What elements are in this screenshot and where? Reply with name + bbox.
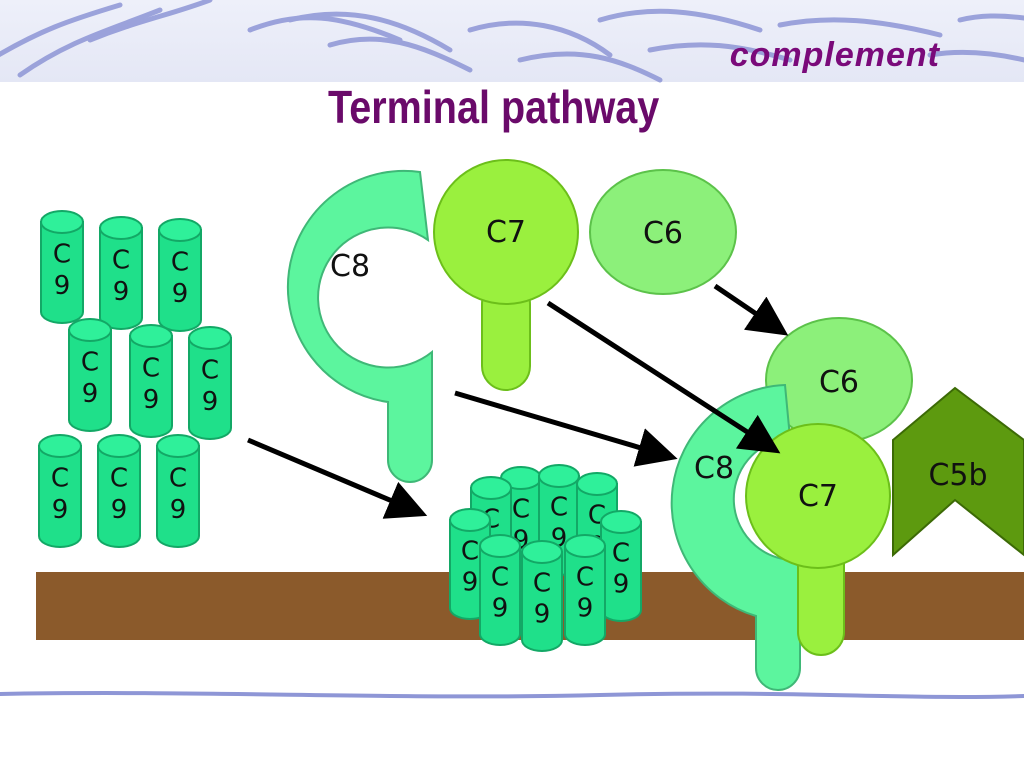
c9-label-c: C — [201, 356, 219, 386]
page-title: Terminal pathway — [328, 81, 660, 133]
c6-bound: C6 — [765, 317, 913, 443]
c9-cylinder-pore: C9 — [479, 534, 521, 646]
c9-label-9: 9 — [170, 495, 187, 525]
c6-free: C6 — [589, 169, 737, 295]
c9-label-c: C — [576, 563, 594, 593]
c9-label-c: C — [491, 563, 509, 593]
c7-free-label: C7 — [486, 215, 526, 250]
c9-label-c: C — [142, 354, 160, 384]
header-banner — [0, 0, 1024, 83]
c9-label-c: C — [550, 493, 568, 523]
arrow-c8-to-complex — [454, 390, 678, 467]
c8-free: C8 — [286, 169, 433, 483]
c6-bound-label: C6 — [819, 365, 859, 400]
c9-cylinder: C9 — [156, 434, 200, 548]
c9-label-c: C — [112, 246, 130, 276]
c9-label-c: C — [612, 539, 630, 569]
c9-cylinder: C9 — [129, 324, 173, 438]
c9-label-c: C — [81, 348, 99, 378]
c7-bound: C7 — [745, 423, 891, 656]
c9-cylinder-pore: C9 — [521, 540, 563, 652]
c9-label-9: 9 — [534, 599, 551, 629]
c9-label-9: 9 — [82, 379, 99, 409]
c9-label-9: 9 — [54, 271, 71, 301]
c9-label-c: C — [512, 495, 530, 525]
c9-label-c: C — [171, 248, 189, 278]
c9-cylinder-pore: C9 — [564, 534, 606, 646]
c9-cylinder: C9 — [158, 218, 202, 332]
arrow-c6-to-complex — [713, 283, 789, 336]
footer-stroke — [0, 691, 1024, 699]
c9-cylinder: C9 — [99, 216, 143, 330]
c9-label-c: C — [461, 537, 479, 567]
c9-label-9: 9 — [143, 385, 160, 415]
arrows — [247, 283, 789, 519]
c9-label-9: 9 — [613, 569, 630, 599]
c9-label-c: C — [110, 464, 128, 494]
c9-cylinder: C9 — [40, 210, 84, 324]
c5b-label: C5b — [928, 458, 987, 493]
c9-label-9: 9 — [52, 495, 69, 525]
c9-label-c: C — [51, 464, 69, 494]
c9-cylinder: C9 — [38, 434, 82, 548]
c6-free-label: C6 — [643, 216, 683, 251]
c9-label-9: 9 — [172, 279, 189, 309]
c9-cylinder: C9 — [97, 434, 141, 548]
c9-label-9: 9 — [202, 387, 219, 417]
c9-label-9: 9 — [577, 593, 594, 623]
c8-free-label: C8 — [330, 249, 370, 284]
c8-bound: C8 — [670, 383, 801, 691]
c7-bound-label: C7 — [798, 479, 838, 514]
c9-cylinder: C9 — [188, 326, 232, 440]
arrow-c7-to-complex — [546, 300, 781, 454]
c9-label-9: 9 — [492, 593, 509, 623]
arrow-c9-to-pore — [247, 437, 428, 519]
c9-label-c: C — [53, 240, 71, 270]
c9-label-9: 9 — [113, 277, 130, 307]
c9-label-9: 9 — [111, 495, 128, 525]
c9-label-c: C — [533, 569, 551, 599]
c5b-bound: C5b — [892, 386, 1024, 558]
section-title: complement — [729, 36, 940, 74]
c9-label-9: 9 — [462, 567, 479, 597]
c8-bound-label: C8 — [694, 451, 734, 486]
c9-cylinder-pore: C9 — [600, 510, 642, 622]
c9-cylinder: C9 — [68, 318, 112, 432]
c7-free: C7 — [433, 159, 579, 391]
c9-label-c: C — [169, 464, 187, 494]
